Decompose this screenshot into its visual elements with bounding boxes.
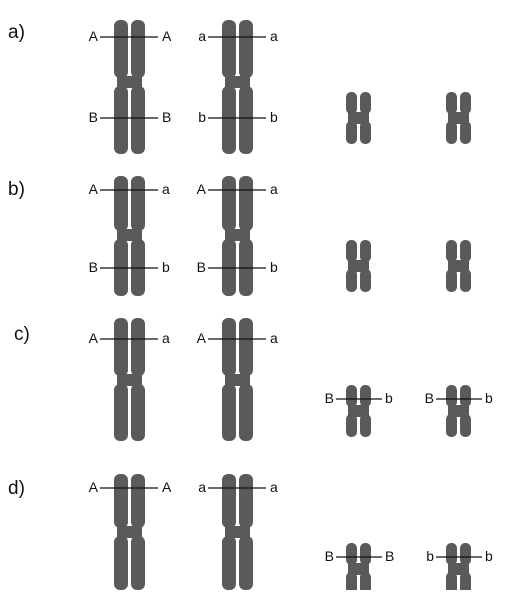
- long-chromosome: [114, 318, 145, 441]
- allele-right: a: [162, 181, 170, 197]
- allele-right: b: [162, 259, 170, 275]
- allele-left: a: [198, 479, 206, 495]
- allele-left: A: [89, 479, 99, 495]
- short-chromosome: [446, 385, 471, 437]
- allele-left: a: [198, 28, 206, 44]
- short-chromosome: [446, 543, 471, 595]
- allele-left: B: [89, 109, 98, 125]
- allele-right: a: [270, 28, 278, 44]
- short-chromosome: [346, 385, 371, 437]
- allele-left: B: [89, 259, 98, 275]
- allele-right: A: [162, 28, 172, 44]
- short-chromosome: [446, 240, 471, 292]
- allele-right: b: [270, 109, 278, 125]
- allele-right: a: [162, 330, 170, 346]
- allele-right: b: [485, 548, 493, 564]
- allele-left: B: [197, 259, 206, 275]
- long-chromosome: [222, 318, 253, 441]
- allele-left: A: [197, 330, 207, 346]
- long-chromosome: [222, 20, 253, 154]
- option-label: a): [8, 22, 25, 43]
- long-chromosome: [222, 176, 253, 296]
- allele-left: B: [425, 390, 434, 406]
- allele-left: A: [89, 181, 99, 197]
- long-chromosome: [114, 20, 145, 154]
- allele-left: b: [426, 548, 434, 564]
- allele-left: b: [198, 109, 206, 125]
- allele-left: B: [325, 390, 334, 406]
- allele-right: B: [162, 109, 171, 125]
- allele-right: a: [270, 181, 278, 197]
- short-chromosome: [446, 92, 471, 144]
- allele-right: A: [162, 479, 172, 495]
- allele-right: b: [385, 390, 393, 406]
- option-label: d): [8, 478, 25, 499]
- allele-right: a: [270, 479, 278, 495]
- long-chromosome: [222, 474, 253, 590]
- short-chromosome: [346, 92, 371, 144]
- allele-left: A: [197, 181, 207, 197]
- option-label: b): [8, 179, 25, 200]
- long-chromosome: [114, 474, 145, 590]
- allele-left: B: [325, 548, 334, 564]
- short-chromosome: [346, 240, 371, 292]
- allele-left: A: [89, 28, 99, 44]
- long-chromosome: [114, 176, 145, 296]
- allele-right: a: [270, 330, 278, 346]
- option-label: c): [14, 324, 30, 345]
- allele-right: b: [485, 390, 493, 406]
- allele-left: A: [89, 330, 99, 346]
- allele-right: b: [270, 259, 278, 275]
- allele-right: B: [385, 548, 394, 564]
- short-chromosome: [346, 543, 371, 595]
